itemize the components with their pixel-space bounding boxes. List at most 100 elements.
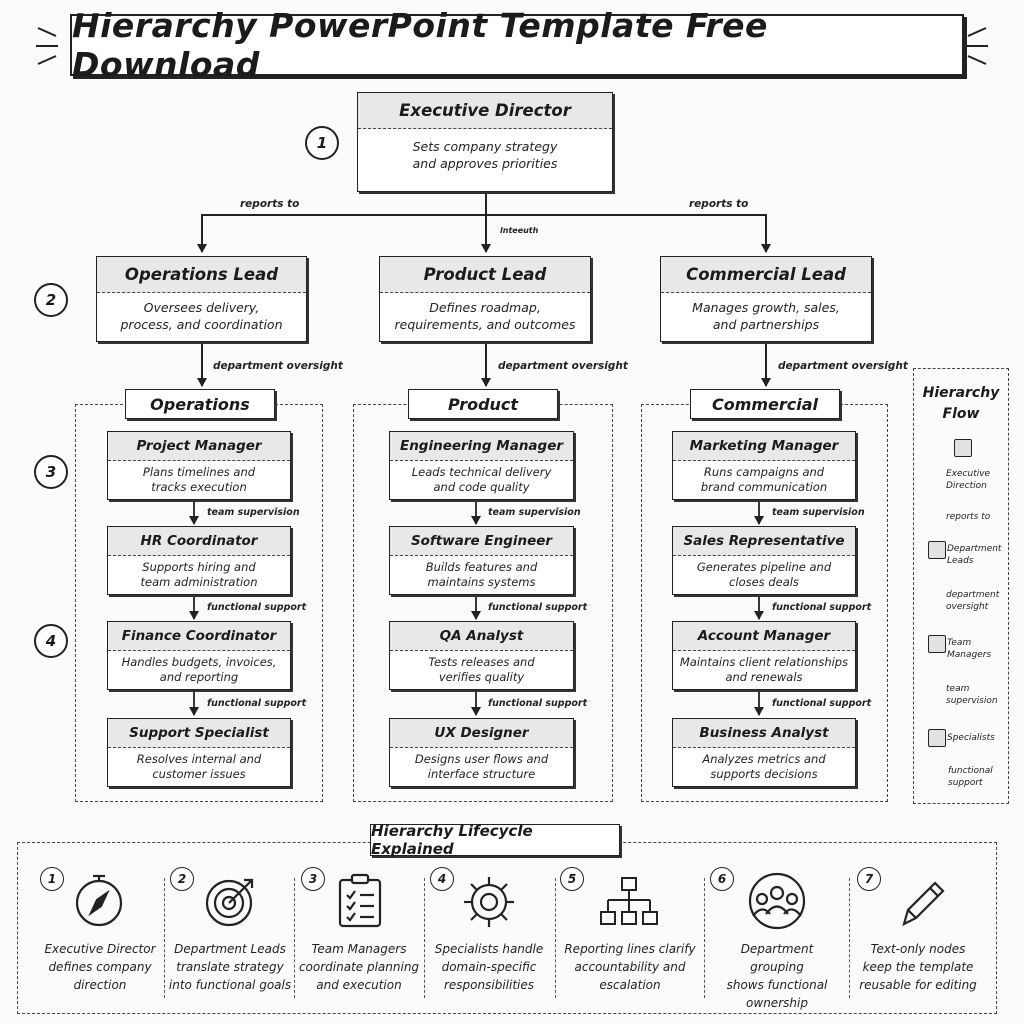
lifecycle-step-number: 6 (710, 867, 734, 891)
flow-step-specialists: Specialists (947, 733, 995, 743)
label-functional-support: functional support (488, 698, 588, 709)
label-team-supervision: team supervision (772, 507, 865, 518)
label-reports-to-right: reports to (689, 198, 749, 210)
lifecycle-step-number: 7 (857, 867, 881, 891)
node-title: HR Coordinator (108, 527, 290, 556)
node-sales-representative[interactable]: Sales Representative Generates pipeline … (672, 526, 856, 595)
level-number-1: 1 (305, 126, 339, 160)
node-commercial-lead[interactable]: Commercial Lead Manages growth, sales,an… (660, 256, 872, 342)
node-finance-coordinator[interactable]: Finance Coordinator Handles budgets, inv… (107, 621, 291, 690)
node-title: Account Manager (673, 622, 855, 651)
node-product-lead[interactable]: Product Lead Defines roadmap,requirement… (379, 256, 591, 342)
department-ribbon-product: Product (408, 389, 558, 419)
node-title: Engineering Manager (390, 432, 573, 461)
node-title: Executive Director (358, 93, 612, 129)
label-functional-support: functional support (772, 602, 872, 613)
arrow-exec-to-operations (197, 214, 486, 253)
flow-square-icon (928, 635, 946, 653)
node-executive-director[interactable]: Executive Director Sets company strategy… (357, 92, 613, 192)
title-flourish-right (966, 27, 988, 65)
compass-icon (75, 874, 123, 927)
label-department-oversight-commercial: department oversight (778, 360, 908, 372)
arrow-exec-to-commercial (486, 214, 771, 253)
lifecycle-divider (164, 878, 165, 998)
checklist-icon (338, 873, 382, 928)
level-number-2: 2 (34, 283, 68, 317)
node-title: Marketing Manager (673, 432, 855, 461)
label-department-oversight-ops: department oversight (213, 360, 343, 372)
pencil-icon (902, 881, 945, 927)
lifecycle-step-number: 5 (560, 867, 584, 891)
node-title: Software Engineer (390, 527, 573, 556)
node-account-manager[interactable]: Account Manager Maintains client relatio… (672, 621, 856, 690)
node-title: Business Analyst (673, 719, 855, 748)
lifecycle-divider (294, 878, 295, 998)
node-title: Sales Representative (673, 527, 855, 556)
lifecycle-title: Hierarchy Lifecycle Explained (370, 822, 620, 858)
node-support-specialist[interactable]: Support Specialist Resolves internal and… (107, 718, 291, 787)
label-department-oversight-product: department oversight (498, 360, 628, 372)
node-title: Commercial Lead (661, 257, 871, 293)
label-functional-support: functional support (207, 602, 307, 613)
lifecycle-step-number: 1 (40, 867, 64, 891)
node-title: UX Designer (390, 719, 573, 748)
level-number-4: 4 (34, 624, 68, 658)
node-title: QA Analyst (390, 622, 573, 651)
gear-icon (464, 877, 514, 927)
lifecycle-divider (424, 878, 425, 998)
lifecycle-divider (849, 878, 850, 998)
label-center-connector: lnteeuth (500, 226, 539, 235)
node-operations-lead[interactable]: Operations Lead Oversees delivery,proces… (96, 256, 307, 342)
department-ribbon-commercial: Commercial (690, 389, 840, 419)
node-description: Handles budgets, invoices,and reporting (121, 655, 277, 684)
label-team-supervision: team supervision (488, 507, 581, 518)
node-description: Defines roadmap,requirements, and outcom… (394, 300, 576, 332)
label-functional-support: functional support (488, 602, 588, 613)
label-team-supervision: team supervision (207, 507, 300, 518)
lifecycle-step-number: 2 (170, 867, 194, 891)
title-flourish-left (36, 27, 58, 65)
flow-square-icon (928, 541, 946, 559)
node-title: Product Lead (380, 257, 590, 293)
org-chart-icon (600, 877, 658, 925)
flow-label-reports: reports to (946, 512, 991, 522)
flow-square-icon (928, 729, 946, 747)
node-description: Manages growth, sales,and partnerships (692, 300, 840, 332)
node-engineering-manager[interactable]: Engineering Manager Leads technical deli… (389, 431, 574, 500)
node-title: Project Manager (108, 432, 290, 461)
page-title: Hierarchy PowerPoint Template Free Downl… (70, 6, 964, 84)
label-reports-to-left: reports to (240, 198, 300, 210)
node-description: Oversees delivery,process, and coordinat… (120, 300, 283, 332)
node-title: Operations Lead (97, 257, 306, 293)
